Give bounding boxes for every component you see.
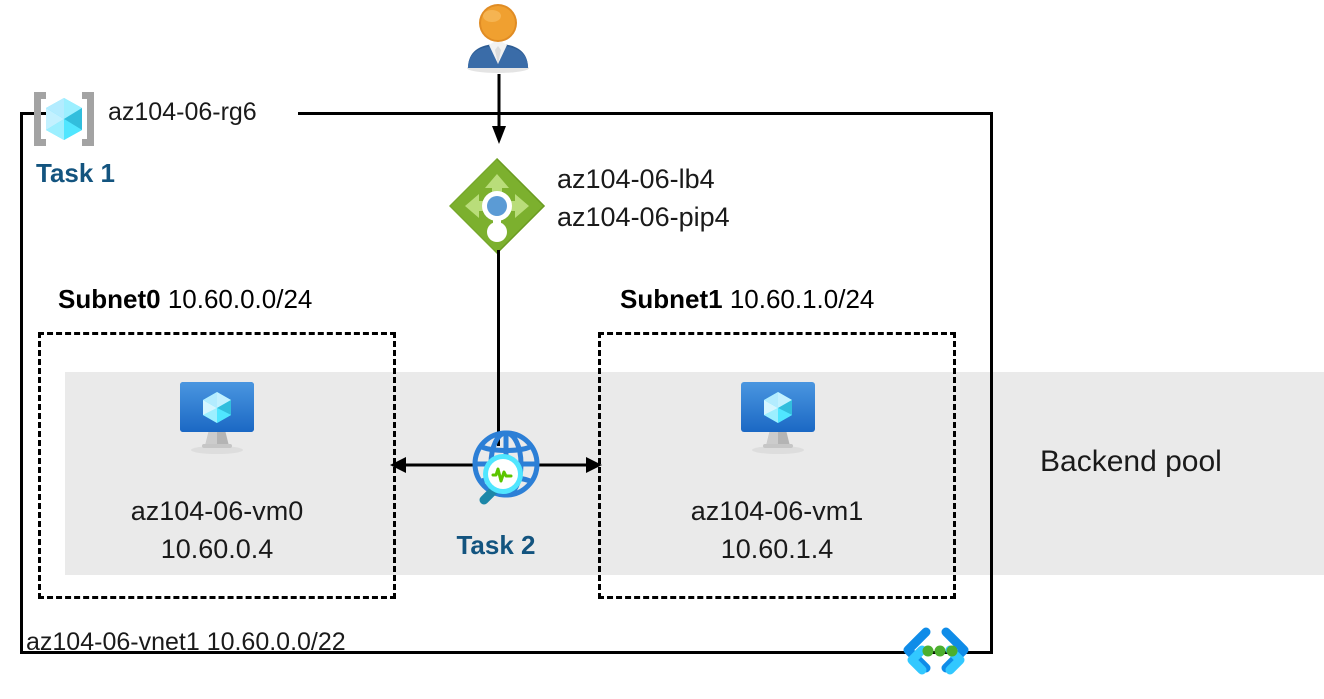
user-icon xyxy=(462,2,534,74)
user-to-lb-arrow xyxy=(489,74,509,144)
vm0-name: az104-06-vm0 xyxy=(130,496,304,526)
subnet1-cidr: 10.60.1.0/24 xyxy=(729,284,875,314)
vm1-ip: 10.60.1.4 xyxy=(720,534,834,564)
virtual-machine-icon xyxy=(735,380,821,454)
vm0-ip: 10.60.0.4 xyxy=(160,534,274,564)
virtual-network-icon xyxy=(896,620,976,680)
vnet-border-bottom xyxy=(20,651,993,654)
network-watcher-icon xyxy=(458,424,544,510)
task-1-label: Task 1 xyxy=(36,158,116,188)
vnet-border-right xyxy=(990,112,993,654)
subnet1-heading: Subnet1 10.60.1.0/24 xyxy=(620,284,874,315)
backend-pool-band xyxy=(65,372,1324,575)
load-balancer-icon xyxy=(447,156,547,256)
vm1-name: az104-06-vm1 xyxy=(690,496,864,526)
vnet-border-top-right xyxy=(298,112,993,115)
vnet-border-top-left xyxy=(20,112,70,115)
subnet0-heading: Subnet0 10.60.0.0/24 xyxy=(58,284,312,315)
vnet-label: az104-06-vnet1 10.60.0.0/22 xyxy=(26,628,346,656)
vnet-border-left xyxy=(20,112,23,654)
resource-group-icon xyxy=(30,88,98,150)
virtual-machine-icon xyxy=(174,380,260,454)
resource-group-name: az104-06-rg6 xyxy=(108,98,257,126)
subnet0-cidr: 10.60.0.0/24 xyxy=(167,284,313,314)
subnet1-name: Subnet1 xyxy=(620,284,723,314)
load-balancer-name: az104-06-lb4 xyxy=(557,164,715,194)
load-balancer-public-ip: az104-06-pip4 xyxy=(557,202,730,232)
subnet0-name: Subnet0 xyxy=(58,284,161,314)
lb-to-watcher-line xyxy=(497,250,500,446)
task-2-label: Task 2 xyxy=(456,530,536,560)
backend-pool-label: Backend pool xyxy=(1040,445,1222,478)
